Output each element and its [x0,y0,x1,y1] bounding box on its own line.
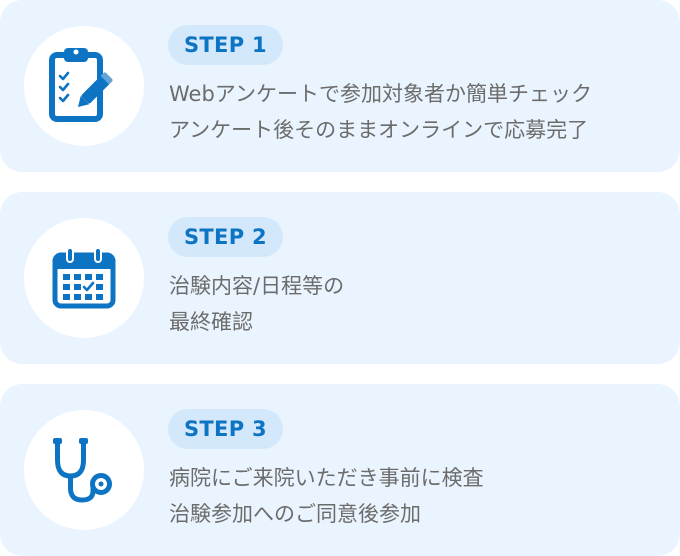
stethoscope-icon [53,438,112,503]
step-card-3: STEP 3 病院にご来院いただき事前に検査 治験参加へのご同意後参加 [0,384,680,556]
step-description-line: Webアンケートで参加対象者か簡単チェック [169,82,592,106]
step-description: 病院にご来院いただき事前に検査 治験参加へのご同意後参加 [169,460,669,532]
step-description-line: アンケート後そのままオンラインで応募完了 [169,118,589,142]
step-badge: STEP 3 [168,409,283,449]
step-description-line: 病院にご来院いただき事前に検査 [169,466,484,490]
step-description-line: 最終確認 [169,310,253,334]
step-icon-circle [24,26,144,146]
step-card-1: STEP 1 Webアンケートで参加対象者か簡単チェック アンケート後そのままオ… [0,0,680,172]
calendar-icon [52,247,116,309]
step-description: Webアンケートで参加対象者か簡単チェック アンケート後そのままオンラインで応募… [169,76,669,148]
clipboard-checklist-icon [49,48,114,122]
step-icon-circle [24,218,144,338]
step-badge: STEP 1 [168,25,283,65]
step-description-line: 治験内容/日程等の [169,274,345,298]
step-badge: STEP 2 [168,217,283,257]
step-icon-circle [24,410,144,530]
step-description: 治験内容/日程等の 最終確認 [169,268,669,340]
step-description-line: 治験参加へのご同意後参加 [169,502,421,526]
step-card-2: STEP 2 治験内容/日程等の 最終確認 [0,192,680,364]
